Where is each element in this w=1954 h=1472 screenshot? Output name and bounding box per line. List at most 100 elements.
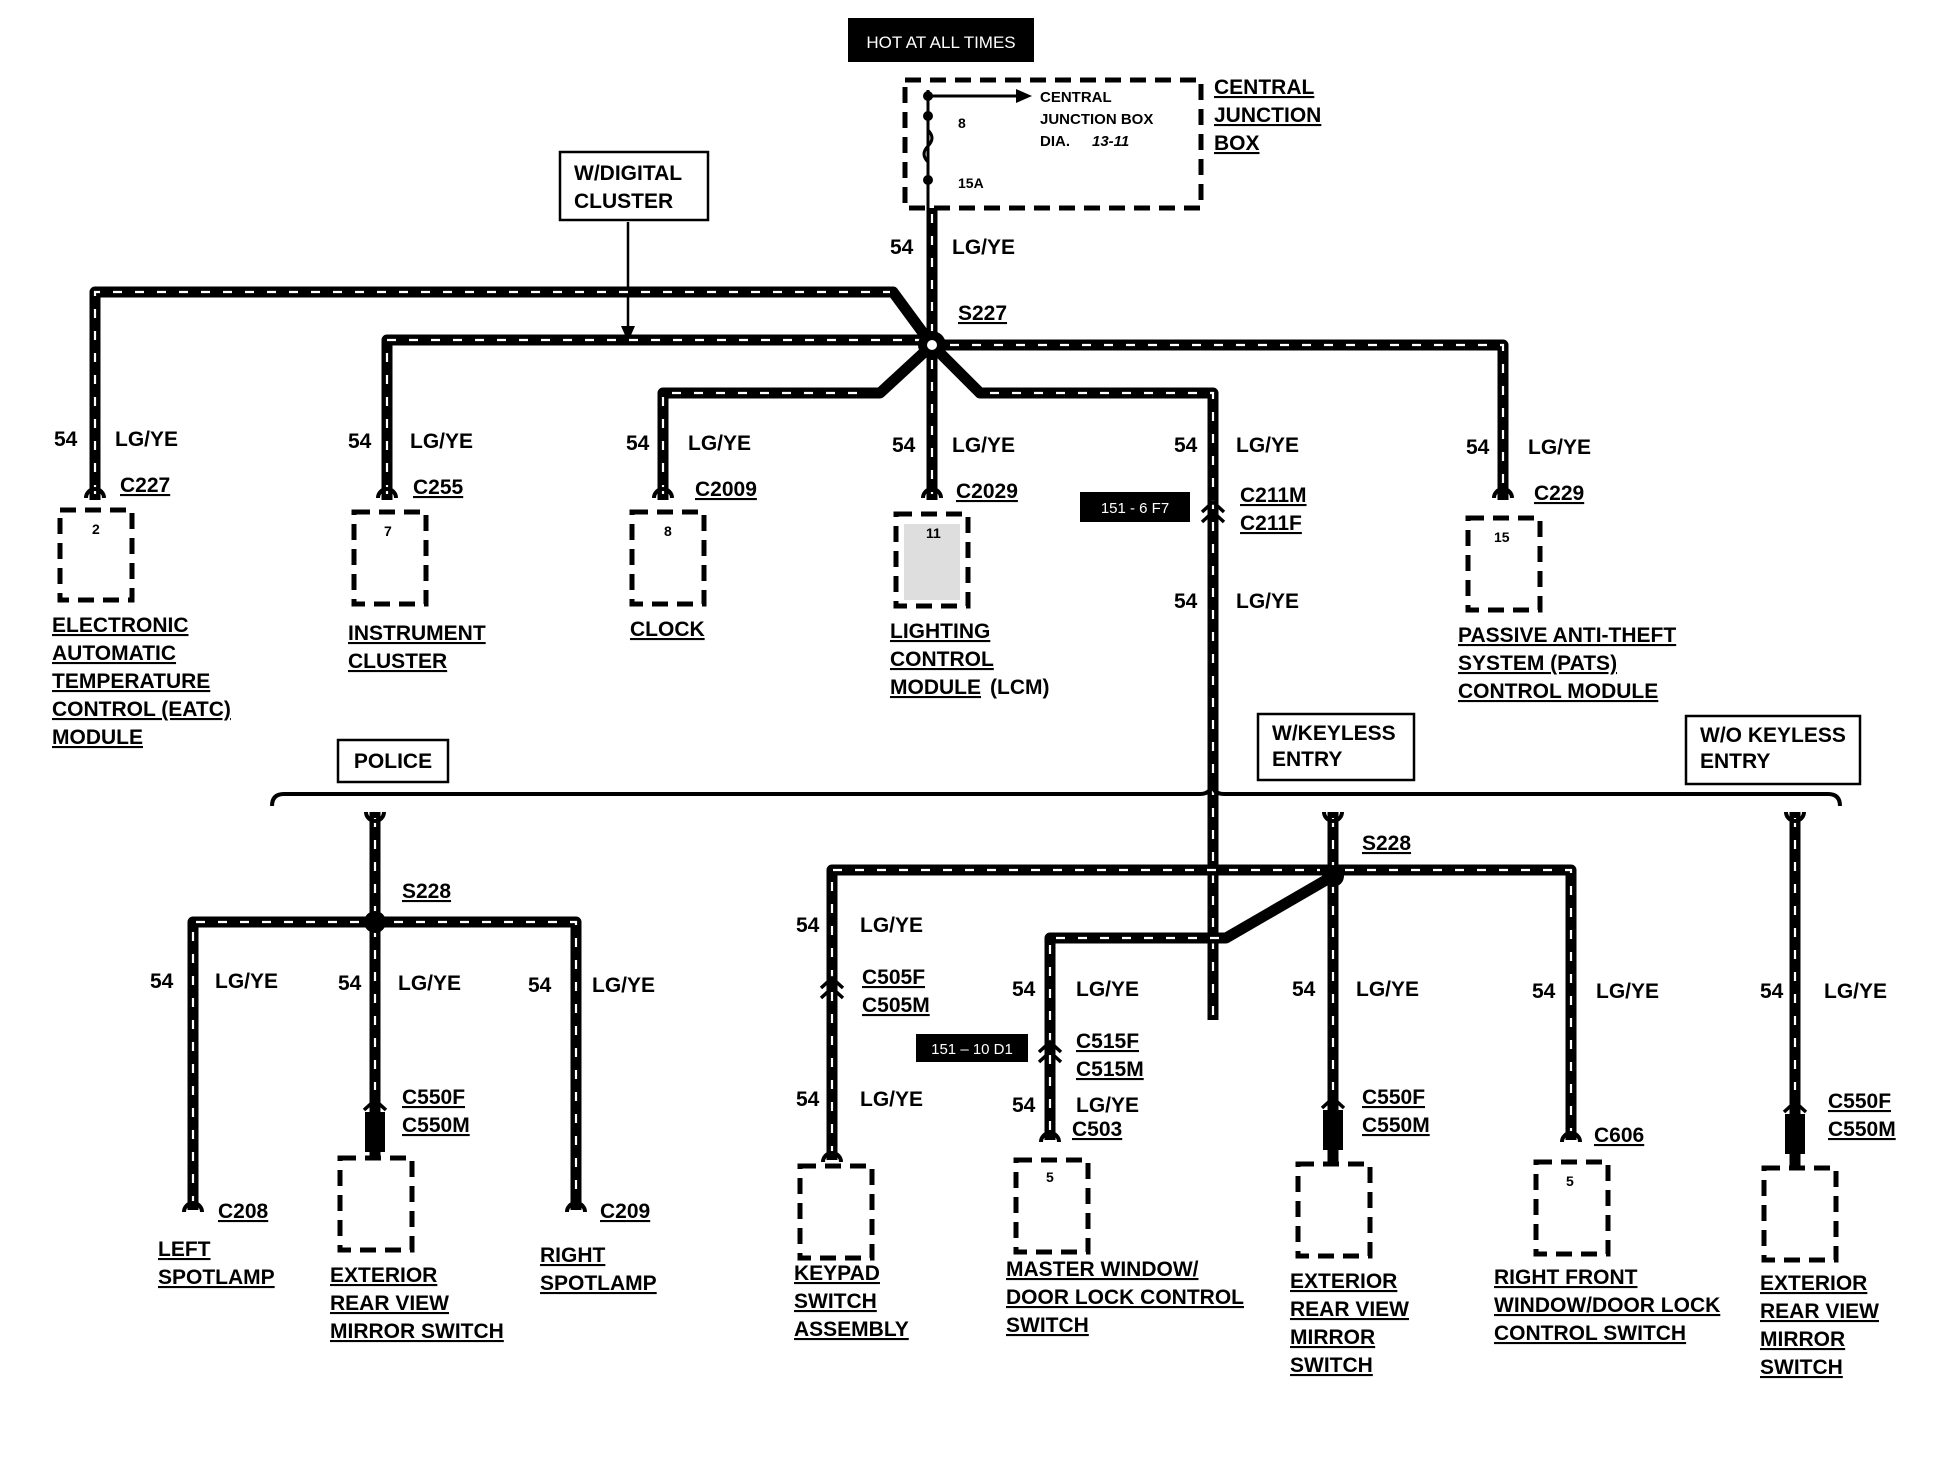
police-mirror-name-line2: REAR VIEW (330, 1292, 449, 1315)
keypad-name-line1: KEYPAD (794, 1262, 880, 1285)
nokl-mirror-name-line1: EXTERIOR (1760, 1272, 1867, 1295)
right-spot-wire-color: LG/YE (592, 974, 655, 997)
master-window-lower-wire-circuit: 54 (1012, 1094, 1036, 1117)
master-window-connector: C503 (1072, 1118, 1122, 1141)
eatc-wire-circuit: 54 (54, 428, 78, 451)
lcm-name-suffix: (LCM) (990, 676, 1049, 699)
clock-name-line1: CLOCK (630, 618, 705, 641)
lcm-wire-circuit: 54 (892, 434, 916, 457)
pats-connector: C229 (1534, 482, 1584, 505)
cjb-inner-diagram-ref: 13-11 (1092, 133, 1129, 150)
eatc-connector: C227 (120, 474, 170, 497)
master-window-name-line1: MASTER WINDOW/ (1006, 1258, 1199, 1281)
keypad-upper-wire-color: LG/YE (860, 914, 923, 937)
police-mirror-wire-color: LG/YE (398, 972, 461, 995)
rf-window-name-line3: CONTROL SWITCH (1494, 1322, 1686, 1345)
cjb-inner-line2: JUNCTION BOX (1040, 111, 1153, 128)
keypad-name-line3: ASSEMBLY (794, 1318, 909, 1341)
keypad-switch-box (797, 1163, 875, 1261)
splice-s228-police-dot (364, 911, 386, 933)
c211-upper-wire-color: LG/YE (1236, 434, 1299, 457)
rf-window-pin: 5 (1566, 1173, 1574, 1189)
master-window-connector-f: C515F (1076, 1030, 1139, 1053)
master-window-upper-wire-color: LG/YE (1076, 978, 1139, 1001)
clock-pin: 8 (664, 523, 672, 539)
left-spot-name-line1: LEFT (158, 1238, 211, 1261)
keypad-connector-m: C505M (862, 994, 930, 1017)
left-spot-connector: C208 (218, 1200, 269, 1223)
nokl-mirror-name-line4: SWITCH (1760, 1356, 1843, 1379)
cjb-inner-line3: DIA. (1040, 133, 1070, 150)
clock-connector: C2009 (695, 478, 757, 501)
kl-mirror-name-line3: MIRROR (1290, 1326, 1375, 1349)
hot-at-all-times-label: HOT AT ALL TIMES (866, 33, 1015, 52)
cjb-title-line3: BOX (1214, 132, 1260, 155)
top-wire-harness (89, 208, 1509, 1020)
master-window-lower-wire-color: LG/YE (1076, 1094, 1139, 1117)
clock-wire-circuit: 54 (626, 432, 650, 455)
master-window-connector-m: C515M (1076, 1058, 1144, 1081)
kl-mirror-switch-box (1295, 1161, 1373, 1259)
c211-upper-wire-circuit: 54 (1174, 434, 1198, 457)
cluster-connector: C255 (413, 476, 464, 499)
left-spot-wire-circuit: 54 (150, 970, 174, 993)
no-keyless-line2: ENTRY (1700, 750, 1770, 773)
nokl-mirror-connector-f: C550F (1828, 1090, 1891, 1113)
no-keyless-line1: W/O KEYLESS (1700, 724, 1846, 747)
digital-cluster-line2: CLUSTER (574, 190, 673, 213)
left-spot-name-line2: SPOTLAMP (158, 1266, 275, 1289)
master-window-name-line2: DOOR LOCK CONTROL (1006, 1286, 1244, 1309)
clock-wire-color: LG/YE (688, 432, 751, 455)
fuse-icon (922, 128, 934, 164)
splice-s228-police-label: S228 (402, 880, 451, 903)
keypad-lower-wire-circuit: 54 (796, 1088, 820, 1111)
master-window-name-line3: SWITCH (1006, 1314, 1089, 1337)
central-junction-box: 8 15A CENTRAL JUNCTION BOX DIA. 13-11 (902, 77, 1204, 211)
eatc-name-line3: TEMPERATURE (52, 670, 210, 693)
kl-mirror-wire-color: LG/YE (1356, 978, 1419, 1001)
police-mirror-switch-box (337, 1155, 415, 1253)
master-window-switch-box (1013, 1157, 1091, 1255)
eatc-pin: 2 (92, 521, 100, 537)
kl-mirror-connector-m: C550M (1362, 1114, 1430, 1137)
nokl-mirror-wire-circuit: 54 (1760, 980, 1784, 1003)
lcm-name-line3: MODULE (890, 676, 981, 699)
cluster-name-line2: CLUSTER (348, 650, 447, 673)
right-spot-wire-circuit: 54 (528, 974, 552, 997)
option-bracket-bar (270, 781, 1842, 807)
lcm-wire-color: LG/YE (952, 434, 1015, 457)
rf-window-wire-circuit: 54 (1532, 980, 1556, 1003)
keyless-line2: ENTRY (1272, 748, 1342, 771)
cjb-title-line2: JUNCTION (1214, 104, 1321, 127)
cluster-name-line1: INSTRUMENT (348, 622, 486, 645)
pats-wire-circuit: 54 (1466, 436, 1490, 459)
police-mirror-name-line1: EXTERIOR (330, 1264, 437, 1287)
right-spot-connector: C209 (600, 1200, 650, 1223)
c211-lower-wire-circuit: 54 (1174, 590, 1198, 613)
pats-name-line1: PASSIVE ANTI-THEFT (1458, 624, 1676, 647)
pats-name-line3: CONTROL MODULE (1458, 680, 1658, 703)
lcm-connector: C2029 (956, 480, 1018, 503)
rf-window-name-line2: WINDOW/DOOR LOCK (1494, 1294, 1720, 1317)
pats-module-box (1465, 515, 1543, 613)
police-mirror-name-line3: MIRROR SWITCH (330, 1320, 504, 1343)
arrow-right-icon (1016, 89, 1032, 103)
cluster-pin: 7 (384, 523, 392, 539)
eatc-wire-color: LG/YE (115, 428, 178, 451)
kl-mirror-name-line2: REAR VIEW (1290, 1298, 1409, 1321)
digital-cluster-line1: W/DIGITAL (574, 162, 682, 185)
keyless-option-box (1256, 712, 1416, 782)
nokl-mirror-wire-color: LG/YE (1824, 980, 1887, 1003)
cluster-wire-circuit: 54 (348, 430, 372, 453)
lcm-name-line1: LIGHTING (890, 620, 990, 643)
pats-pin: 15 (1494, 529, 1510, 545)
c515-reference: 151 – 10 D1 (931, 1041, 1013, 1058)
digital-cluster-option-box (558, 150, 710, 222)
keypad-upper-wire-circuit: 54 (796, 914, 820, 937)
c211-reference: 151 - 6 F7 (1101, 500, 1169, 517)
nokl-mirror-name-line3: MIRROR (1760, 1328, 1845, 1351)
kl-mirror-name-line1: EXTERIOR (1290, 1270, 1397, 1293)
cluster-module-box (351, 509, 429, 607)
c211-female: C211M (1240, 484, 1307, 507)
